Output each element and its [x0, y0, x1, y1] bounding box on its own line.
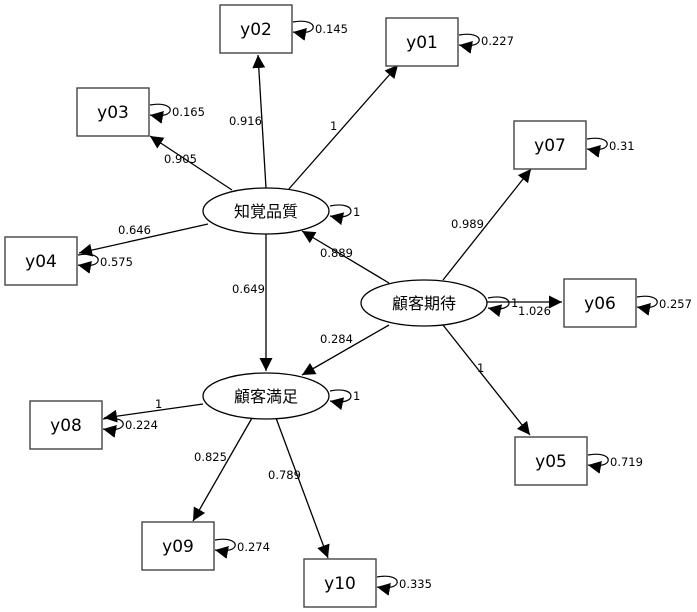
path-perceived-quality-to-y03 [149, 135, 233, 191]
observed-variable-y02: y02 [219, 4, 293, 54]
path-customer-expectation-to-customer-satisfaction [301, 324, 390, 376]
variance-loop-customer-satisfaction [329, 389, 352, 411]
variance-labels: 0.227 0.145 0.165 0.575 0.719 0.257 0.31… [100, 22, 692, 591]
observed-variable-label: y04 [25, 252, 57, 272]
latent-variable-perceived-quality: 知覚品質 [202, 187, 330, 235]
variance-label-y06: 0.257 [659, 297, 692, 311]
observed-variable-y07: y07 [513, 120, 587, 170]
variance-label-customer-expectation: 1 [511, 296, 518, 310]
variance-label-y07: 0.31 [609, 139, 635, 153]
coef-label-perceived-quality-y01: 1 [330, 119, 337, 133]
coef-label-perceived-quality-y02: 0.916 [229, 114, 262, 128]
observed-variable-label: y07 [534, 136, 566, 156]
variance-loop-y10 [376, 575, 398, 596]
observed-variable-label: y02 [240, 20, 272, 40]
variance-loop-y02 [292, 20, 314, 41]
observed-variable-label: y09 [162, 537, 194, 557]
path-perceived-quality-to-y04 [78, 223, 209, 257]
variance-label-y09: 0.274 [237, 540, 270, 554]
coef-label-customer-expectation-y05: 1 [477, 361, 484, 375]
variance-label-y01: 0.227 [481, 34, 514, 48]
variance-loop-customer-expectation [487, 296, 510, 318]
variance-label-customer-satisfaction: 1 [353, 389, 360, 403]
variance-loop-y06 [636, 295, 658, 316]
variance-loop-perceived-quality [329, 204, 352, 226]
path-customer-satisfaction-to-y09 [192, 417, 253, 522]
variance-loop-y07 [586, 137, 608, 158]
coef-label-perceived-quality-y04: 0.646 [118, 223, 151, 237]
path-customer-satisfaction-to-y10 [275, 417, 330, 559]
latent-variable-label: 顧客満足 [234, 387, 298, 406]
coef-label-customer-expectation-perceived-quality: 0.889 [320, 246, 353, 260]
paths [78, 54, 562, 559]
observed-variable-label: y01 [406, 33, 438, 53]
variance-loop-y01 [458, 33, 480, 54]
variance-label-y03: 0.165 [172, 105, 205, 119]
variance-loop-y09 [214, 538, 236, 559]
variance-label-y10: 0.335 [399, 577, 432, 591]
coef-label-customer-expectation-y07: 0.989 [451, 217, 484, 231]
observed-variable-label: y06 [584, 294, 616, 314]
observed-variable-y06: y06 [563, 278, 637, 328]
coefficient-labels: 1 0.916 0.905 0.646 0.649 0.889 0.284 0.… [118, 114, 551, 482]
latent-variable-customer-expectation: 顧客期待 [360, 279, 488, 327]
coef-label-perceived-quality-y03: 0.905 [164, 152, 197, 166]
variance-loop-y03 [149, 103, 171, 124]
observed-variable-y10: y10 [303, 558, 377, 608]
observed-variable-label: y03 [97, 103, 129, 123]
coef-label-customer-expectation-y06: 1.026 [518, 304, 551, 318]
latent-variables: 知覚品質 顧客期待 顧客満足 [202, 187, 488, 420]
observed-variable-y03: y03 [76, 87, 150, 137]
variance-loop-y05 [587, 453, 609, 474]
observed-variable-y08: y08 [29, 400, 103, 450]
latent-variable-label: 顧客期待 [392, 294, 456, 313]
observed-variable-y01: y01 [385, 17, 459, 67]
latent-variable-label: 知覚品質 [234, 202, 298, 221]
coef-label-customer-satisfaction-y09: 0.825 [194, 450, 227, 464]
observed-variables: y01 y02 y03 y04 y05 y06 y07 y08 [4, 4, 637, 608]
observed-variable-label: y10 [324, 574, 356, 594]
observed-variable-y04: y04 [4, 236, 78, 286]
observed-variable-label: y08 [50, 416, 82, 436]
coef-label-customer-satisfaction-y10: 0.789 [268, 468, 301, 482]
observed-variable-label: y05 [535, 452, 567, 472]
variance-loop-y08 [102, 417, 124, 438]
variance-loops [77, 20, 658, 596]
variance-label-perceived-quality: 1 [353, 205, 360, 219]
variance-label-y05: 0.719 [610, 455, 643, 469]
coef-label-customer-expectation-customer-satisfaction: 0.284 [320, 332, 353, 346]
path-perceived-quality-to-y02 [252, 54, 267, 189]
path-perceived-quality-to-y01 [287, 64, 399, 191]
path-customer-expectation-to-y05 [442, 324, 531, 436]
observed-variable-y05: y05 [514, 436, 588, 486]
variance-loop-y04 [77, 253, 99, 274]
variance-label-y08: 0.224 [125, 418, 158, 432]
coef-label-perceived-quality-customer-satisfaction: 0.649 [232, 282, 265, 296]
variance-label-y02: 0.145 [315, 22, 348, 36]
latent-variable-customer-satisfaction: 顧客満足 [202, 372, 330, 420]
path-customer-expectation-to-y07 [442, 168, 532, 281]
path-customer-satisfaction-to-y08 [103, 403, 204, 423]
observed-variable-y09: y09 [141, 521, 215, 571]
variance-label-y04: 0.575 [100, 255, 133, 269]
path-customer-expectation-to-perceived-quality [301, 230, 390, 284]
coef-label-customer-satisfaction-y08: 1 [155, 397, 162, 411]
